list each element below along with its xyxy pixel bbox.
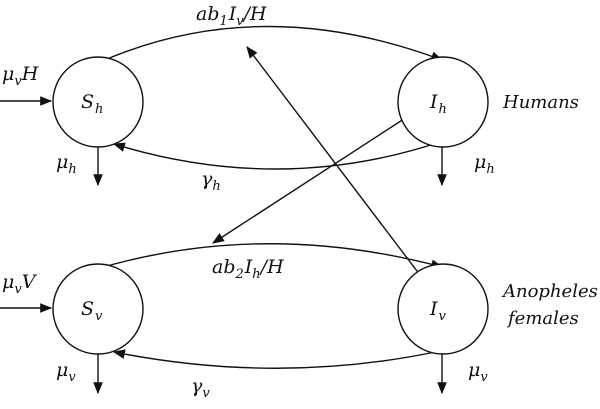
svg-text:Sv: Sv (81, 298, 103, 324)
svg-text:Ih: Ih (429, 91, 447, 117)
transmission-arrow-ih-to-vectors (211, 114, 411, 244)
compartment-sh: Sh (52, 56, 144, 148)
death-label-sh: μh (56, 151, 77, 177)
humans-label: Humans (502, 92, 579, 113)
recovery-label-vectors: γv (191, 375, 210, 401)
anopheles-label-line1: Anopheles (501, 281, 598, 302)
death-label-iv: μv (468, 359, 488, 385)
anopheles-label-line2: females (506, 308, 579, 329)
svg-text:Sh: Sh (81, 91, 103, 117)
inflow-label-humans: μvH (2, 63, 39, 89)
inflow-label-vectors: μvV (2, 271, 38, 297)
compartment-iv: Iv (397, 263, 489, 355)
svg-text:Iv: Iv (429, 298, 447, 324)
infection-rate-label-vectors: ab2Ih/H (212, 256, 284, 282)
infection-rate-label-humans: ab1Iv/H (196, 3, 267, 29)
recovery-arrow-vectors (112, 349, 441, 369)
infection-arrow-vectors (99, 243, 444, 269)
recovery-label-humans: γh (201, 168, 221, 194)
compartment-ih: Ih (397, 56, 489, 148)
compartment-sv: Sv (52, 263, 144, 355)
recovery-arrow-humans (112, 141, 441, 170)
death-label-sv: μv (56, 359, 76, 385)
death-label-ih: μh (474, 151, 495, 177)
infection-arrow-humans (99, 25, 444, 63)
transmission-arrow-iv-to-humans (246, 46, 421, 276)
